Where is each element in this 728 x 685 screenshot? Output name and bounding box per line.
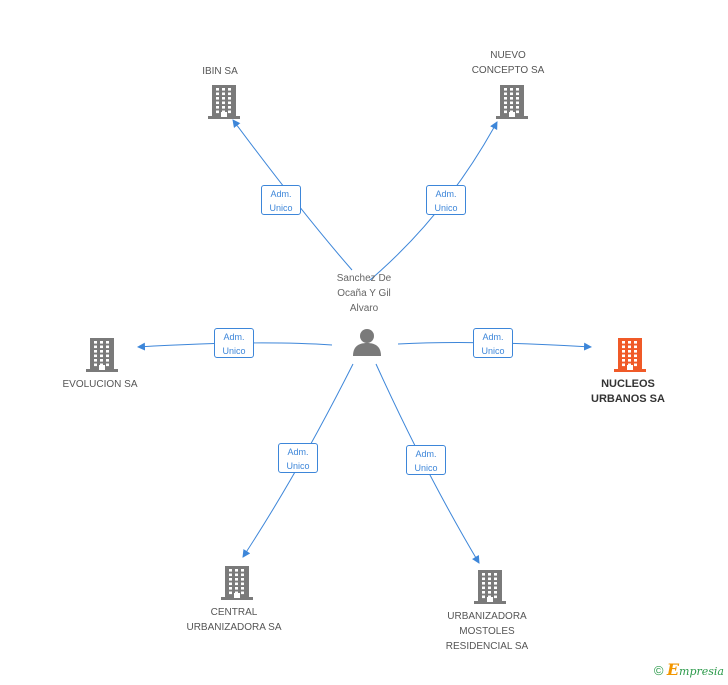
footer-brand: © Empresia [654, 660, 724, 679]
edge-label-ibin[interactable]: Adm. Unico [261, 185, 301, 215]
company-label[interactable]: NUCLEOS URBANOS SA [591, 378, 665, 405]
building-icon[interactable] [221, 566, 253, 605]
person-icon[interactable] [352, 327, 382, 362]
edge-label-nuevo-concepto[interactable]: Adm. Unico [426, 185, 466, 215]
building-icon[interactable] [86, 338, 118, 377]
building-icon[interactable] [614, 338, 646, 377]
empresia-logo: Empresia [666, 660, 724, 679]
company-label[interactable]: URBANIZADORA MOSTOLES RESIDENCIAL SA [445, 611, 529, 652]
company-label[interactable]: EVOLUCION SA [62, 379, 138, 390]
edge-label-urbanizadora-mostoles[interactable]: Adm. Unico [406, 445, 446, 475]
edge-label-nucleos-urbanos[interactable]: Adm. Unico [473, 328, 513, 358]
building-icon[interactable] [208, 85, 240, 124]
copyright-icon: © [653, 663, 664, 678]
building-icon[interactable] [474, 570, 506, 609]
person-name-label[interactable]: Sanchez De Ocaña Y Gil Alvaro [336, 273, 392, 314]
company-label[interactable]: NUEVO CONCEPTO SA [471, 50, 545, 76]
company-label[interactable]: IBIN SA [202, 66, 238, 77]
building-icon[interactable] [496, 85, 528, 124]
edge-label-evolucion[interactable]: Adm. Unico [214, 328, 254, 358]
company-label[interactable]: CENTRAL URBANIZADORA SA [186, 607, 282, 633]
edge-label-central-urbanizadora[interactable]: Adm. Unico [278, 443, 318, 473]
